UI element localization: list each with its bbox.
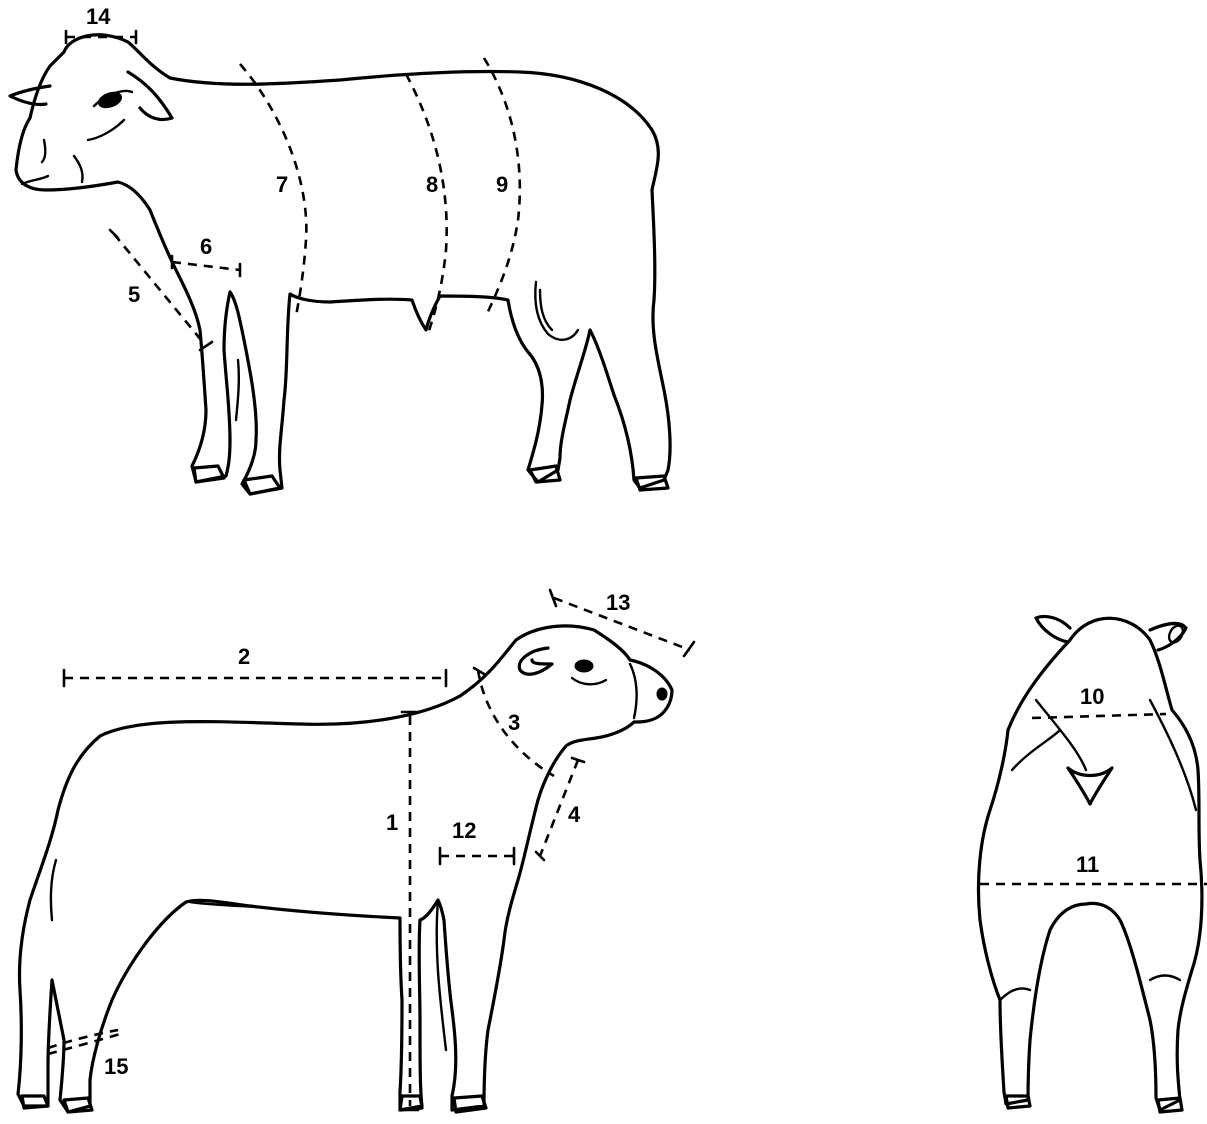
top-sheep-hoof-1: [194, 466, 224, 482]
label-1: 1: [386, 810, 398, 835]
label-3: 3: [508, 710, 520, 735]
top-sheep-nostril: [42, 140, 45, 162]
measurement-7-heart-girth: 7: [240, 64, 306, 316]
measurement-3-neck-girth: 3: [474, 668, 554, 776]
measurement-10-loin-width: 10: [1032, 684, 1166, 718]
measurement-11-rump-width: 11: [980, 852, 1207, 884]
sheep-side-view-top: [10, 35, 670, 494]
measurement-2-body-length: 2: [64, 644, 446, 686]
measurement-15-cannon-circumference: 15: [48, 1030, 128, 1079]
measurement-12-chest-depth: 12: [440, 818, 514, 864]
label-15: 15: [104, 1054, 128, 1079]
top-sheep-right-ear: [128, 72, 172, 120]
rear-sheep-left-leg-line: [1000, 988, 1030, 1000]
rear-sheep-back-fold-right: [1150, 700, 1196, 810]
measurement-9-flank-girth: 9: [484, 58, 520, 316]
label-13: 13: [606, 590, 630, 615]
top-sheep-cheek: [88, 120, 124, 140]
bottom-sheep-hind-leg-line: [51, 860, 56, 920]
rear-sheep-left-side: [1012, 730, 1060, 770]
rear-sheep-right-leg-line: [1150, 976, 1180, 981]
label-6: 6: [200, 234, 212, 259]
label-9: 9: [496, 172, 508, 197]
label-8: 8: [426, 172, 438, 197]
rear-sheep-left-ear: [1036, 616, 1070, 642]
measurement-13-head-length: 13: [550, 590, 694, 656]
label-2: 2: [238, 644, 250, 669]
rear-sheep-tail: [1068, 768, 1112, 804]
label-4: 4: [568, 802, 581, 827]
top-sheep-jaw: [74, 156, 83, 182]
bottom-sheep-eye: [575, 660, 593, 672]
rear-sheep-back-fold-left: [1036, 700, 1086, 770]
bottom-sheep-muzzle: [630, 664, 637, 718]
label-11: 11: [1076, 852, 1099, 877]
label-5: 5: [128, 282, 140, 307]
label-12: 12: [452, 818, 476, 843]
measurement-6-forearm-width: 6: [172, 234, 240, 276]
measurement-4-neck-length: 4: [536, 758, 584, 860]
measurement-5-foreleg-length: 5: [110, 230, 212, 350]
top-sheep-mouth: [22, 176, 48, 184]
label-7: 7: [276, 172, 288, 197]
top-sheep-left-ear: [10, 86, 50, 105]
top-sheep-hoof-2: [244, 476, 280, 494]
top-sheep-front-leg-inner: [236, 360, 239, 420]
label-14: 14: [86, 4, 111, 29]
sheep-side-view-bottom: [18, 626, 672, 1112]
bottom-sheep-body-outline: [18, 626, 672, 1112]
measurement-14-head-width: 14: [66, 4, 136, 43]
bottom-sheep-eye-lid: [572, 678, 606, 684]
label-10: 10: [1080, 684, 1104, 709]
bottom-sheep-nose: [657, 688, 667, 700]
bottom-sheep-ear: [519, 648, 552, 674]
